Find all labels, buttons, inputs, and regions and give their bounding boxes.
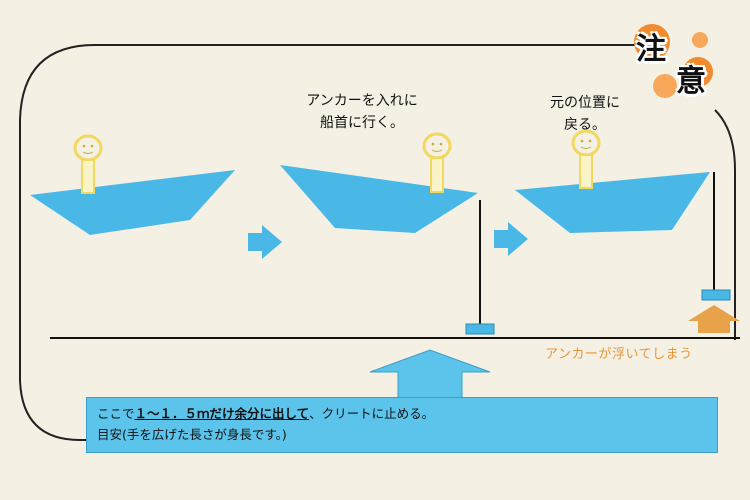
step2-caption-line1: アンカーを入れに [306, 93, 418, 109]
step3-caption-line1: 元の位置に [550, 95, 620, 111]
boat-2-hull [280, 165, 478, 233]
frame-outline [19, 44, 736, 441]
right-arrow-1 [248, 225, 282, 259]
person-1 [73, 134, 103, 194]
person-3 [571, 129, 601, 189]
boat-2 [280, 132, 495, 335]
callout-line1: ここで１～１．５ｍだけ余分に出して、クリートに止める。 [97, 403, 707, 424]
step3-caption-line2: 戻る。 [564, 117, 606, 133]
anchor-3 [701, 289, 731, 301]
callout-line2: 目安(手を広げた長さが身長です。) [97, 427, 287, 442]
step2-caption-line2: 船首に行く。 [320, 115, 404, 131]
person-2 [422, 132, 452, 193]
boat-1 [30, 134, 235, 235]
boat-3 [515, 129, 731, 301]
caution-badge-char-1: 注 [636, 32, 666, 67]
step3-caption: 元の位置に 戻る。 [530, 92, 640, 136]
boat-3-hull [515, 172, 710, 233]
up-arrow-blue [369, 349, 491, 401]
anchor-2 [465, 323, 495, 335]
instruction-callout: ここで１～１．５ｍだけ余分に出して、クリートに止める。 目安(手を広げた長さが身… [86, 397, 718, 453]
callout-line1-prefix: ここで [97, 406, 135, 421]
boat-1-hull [30, 170, 235, 235]
right-arrow-2 [494, 222, 528, 256]
caution-badge-bg [634, 24, 713, 98]
callout-line1-highlight: １～１．５ｍだけ余分に出して [134, 406, 310, 421]
step2-caption: アンカーを入れに 船首に行く。 [282, 90, 442, 134]
up-arrow-orange [688, 305, 740, 333]
callout-line1-suffix: 、クリートに止める。 [309, 406, 435, 421]
caution-badge-char-2: 意 [676, 64, 706, 99]
warning-caption: アンカーが浮いてしまう [545, 347, 693, 362]
